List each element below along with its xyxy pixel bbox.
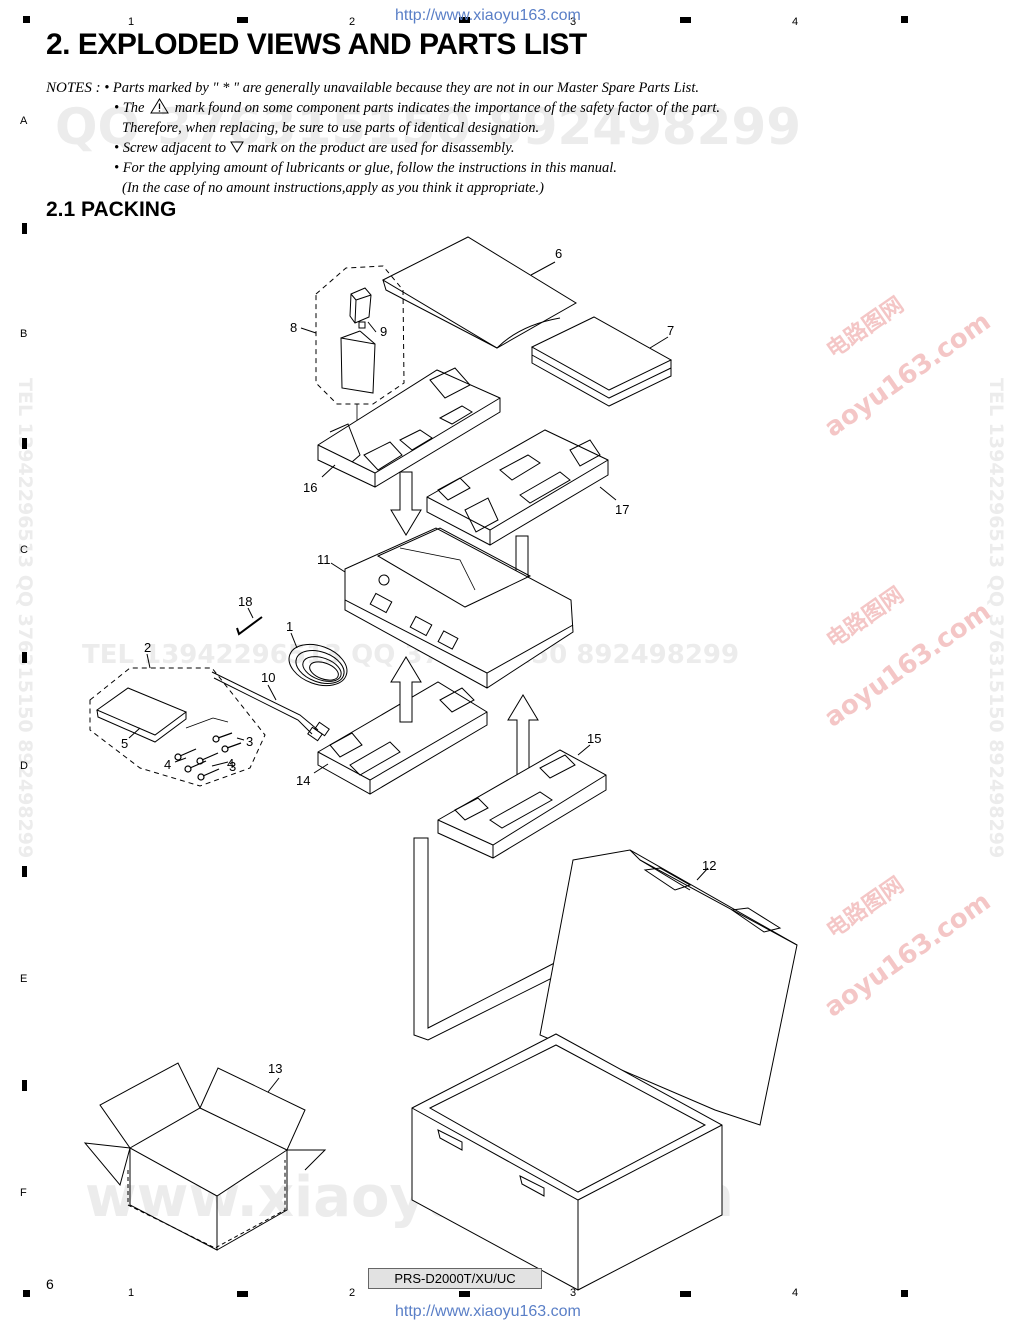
row-letter: C [20, 544, 28, 556]
page-title: 2. EXPLODED VIEWS AND PARTS LIST [46, 28, 587, 61]
frame-marker [22, 438, 27, 449]
frame-marker [901, 16, 908, 23]
watermark-side-right: TEL 13942296513 QQ 376315150 892498299 [985, 378, 1007, 859]
part-label-16: 16 [303, 480, 317, 495]
frame-marker [680, 17, 691, 23]
notes-text: mark found on some component parts indic… [174, 100, 720, 116]
frame-marker [22, 652, 27, 663]
notes-text: • For the applying amount of lubricants … [114, 160, 617, 176]
part-8-bag-group [300, 265, 405, 440]
part-2-bag-group [89, 653, 266, 787]
part-label-10: 10 [261, 670, 275, 685]
part-17-foam [426, 429, 617, 546]
warning-triangle-icon [150, 98, 169, 114]
part-label-18: 18 [238, 594, 252, 609]
part-label-17: 17 [615, 502, 629, 517]
row-letter: A [20, 115, 28, 127]
page-number: 6 [46, 1276, 54, 1292]
frame-marker [459, 17, 470, 23]
part-label-2: 2 [144, 640, 151, 655]
part-11-amplifier [330, 527, 574, 689]
row-letter: E [20, 973, 28, 985]
notes-line: • The mark found on some component parts… [46, 98, 720, 118]
part-18-hex-wrench [236, 607, 263, 636]
watermark-side-left: TEL 13942296513 QQ 376315150 892498299 [14, 378, 36, 859]
frame-marker [237, 17, 248, 23]
part-label-4b: 4 [227, 756, 234, 771]
part-12-open-box [411, 849, 798, 1291]
notes-block: NOTES : • Parts marked by " * " are gene… [46, 78, 720, 198]
part-10-rca-cable [211, 671, 330, 742]
part-label-4: 4 [164, 757, 171, 772]
column-number: 4 [792, 16, 799, 28]
part-14-foam [313, 681, 488, 795]
notes-line: NOTES : • Parts marked by " * " are gene… [46, 78, 720, 98]
notes-line: (In the case of no amount instructions,a… [46, 178, 720, 198]
column-number: 4 [792, 1287, 799, 1299]
notes-text: Therefore, when replacing, be sure to us… [122, 120, 540, 136]
column-number: 1 [128, 16, 135, 28]
arrow-down-left [390, 471, 422, 536]
notes-text: • The [114, 100, 145, 116]
frame-marker [23, 16, 30, 23]
part-15-foam [437, 744, 607, 859]
part-label-7: 7 [667, 323, 674, 338]
model-name-box: PRS-D2000T/XU/UC [368, 1268, 542, 1289]
column-number: 3 [570, 1287, 577, 1299]
part-label-11: 11 [317, 552, 331, 567]
part-label-12: 12 [702, 858, 716, 873]
down-triangle-icon [229, 141, 244, 153]
column-number: 3 [570, 16, 577, 28]
frame-marker [22, 223, 27, 234]
part-label-13: 13 [268, 1061, 282, 1076]
footer-url[interactable]: http://www.xiaoyu163.com [395, 1303, 581, 1320]
part-label-3b: 3 [229, 759, 236, 774]
notes-line: Therefore, when replacing, be sure to us… [46, 118, 720, 138]
row-letter: D [20, 760, 28, 772]
column-number: 2 [349, 16, 356, 28]
part-label-14: 14 [296, 773, 310, 788]
notes-line: • For the applying amount of lubricants … [46, 158, 720, 178]
notes-text: • Screw adjacent to [114, 140, 227, 156]
part-label-3: 3 [246, 734, 253, 749]
section-title: 2.1 PACKING [46, 198, 177, 221]
notes-text: (In the case of no amount instructions,a… [122, 180, 544, 196]
column-number: 1 [128, 1287, 135, 1299]
row-letter: F [20, 1187, 27, 1199]
part-7-manuals [530, 316, 673, 407]
notes-text: mark on the product are used for disasse… [247, 140, 515, 156]
part-label-15: 15 [587, 731, 601, 746]
frame-marker [23, 1290, 30, 1297]
part-label-8: 8 [290, 320, 297, 335]
column-number: 2 [349, 1287, 356, 1299]
notes-text: • Parts marked by " * " are generally un… [104, 80, 699, 96]
frame-marker [237, 1291, 248, 1297]
part-6-bag [381, 236, 577, 349]
part-16-foam [317, 367, 501, 488]
part-label-6: 6 [555, 246, 562, 261]
part-label-5: 5 [121, 736, 128, 751]
watermark-qq: QQ 376315150 892498299 [55, 98, 802, 156]
arrow-up-left [390, 656, 422, 723]
frame-marker [459, 1291, 470, 1297]
header-url[interactable]: http://www.xiaoyu163.com [395, 7, 581, 24]
row-letter: B [20, 328, 28, 340]
frame-marker [22, 866, 27, 877]
part-13-outer-carton [83, 1062, 327, 1251]
frame-marker [22, 1080, 27, 1091]
frame-marker [901, 1290, 908, 1297]
notes-line: • Screw adjacent to mark on the product … [46, 138, 720, 158]
frame-marker [680, 1291, 691, 1297]
part-label-1: 1 [286, 619, 293, 634]
notes-label: NOTES : [46, 80, 101, 96]
part-label-9: 9 [380, 324, 387, 339]
part-1-cable [288, 632, 348, 687]
